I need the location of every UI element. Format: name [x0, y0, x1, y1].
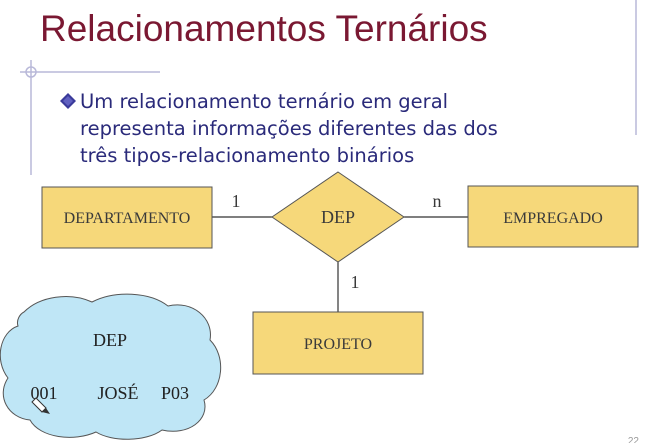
- pen-cursor-icon: [31, 397, 50, 414]
- page-number: 22: [627, 436, 639, 443]
- cardinality-departamento: 1: [232, 191, 241, 211]
- cardinality-empregado: n: [433, 191, 442, 211]
- bullet-point: Um relacionamento ternário em geral repr…: [58, 88, 618, 169]
- relationship-dep-label: DEP: [321, 207, 355, 227]
- instance-value-3: P03: [161, 383, 189, 403]
- bullet-text: Um relacionamento ternário em geral repr…: [80, 88, 618, 169]
- entity-projeto-box: [252, 311, 424, 375]
- bullet-line-2: representa informações diferentes das do…: [80, 117, 498, 140]
- accent-circle: [25, 66, 37, 78]
- relationship-dep-diamond: [271, 171, 405, 263]
- bullet-line-1: Um relacionamento ternário em geral: [80, 90, 449, 113]
- slide-title: Relacionamentos Ternários: [40, 8, 488, 49]
- instance-value-2: JOSÉ: [97, 382, 138, 403]
- entity-departamento-box: [41, 186, 213, 249]
- instance-cloud-label: DEP: [93, 330, 127, 350]
- instance-cloud-shape: [0, 293, 222, 440]
- cardinality-projeto: 1: [351, 272, 360, 292]
- entity-empregado-label: EMPREGADO: [503, 210, 603, 227]
- instance-value-1: 001: [31, 383, 58, 403]
- entity-projeto-label: PROJETO: [304, 336, 372, 353]
- diamond-bullet-icon: [60, 93, 76, 109]
- entity-empregado-box: [467, 185, 639, 248]
- entity-departamento-label: DEPARTAMENTO: [64, 210, 191, 227]
- bullet-line-3: três tipos-relacionamento binários: [80, 144, 415, 167]
